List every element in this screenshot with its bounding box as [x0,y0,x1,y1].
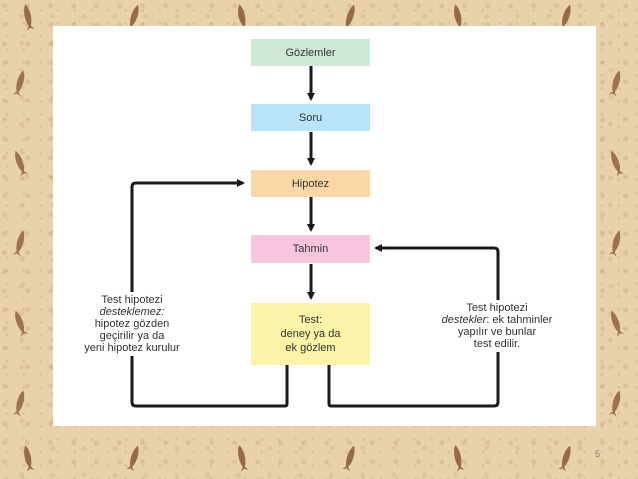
fossil-fish-icon [126,4,139,31]
node-test: Test: deney ya da ek gözlem [251,303,370,365]
fossil-fish-icon [454,445,465,472]
node-gozlemler-label: Gözlemler [285,46,336,59]
label-supported: Test hipotezi destekler: ek tahminler ya… [413,300,581,352]
flow-arrows [130,66,500,408]
right-label-line-2: destekler: ek tahminler [413,314,581,326]
fossil-fish-icon [558,445,571,472]
fossil-fish-icon [238,445,249,472]
right-label-line-2-rest: : ek tahminler [486,314,553,326]
node-soru-label: Soru [298,111,323,124]
node-soru: Soru [251,104,370,131]
fossil-fish-icon [15,150,29,177]
node-test-line-3: ek gözlem [285,342,336,354]
fossil-fish-icon [126,445,139,472]
node-tahmin: Tahmin [251,235,370,263]
fossil-fish-icon [558,4,571,31]
right-label-line-4: test edilir. [473,338,521,350]
fossil-fish-icon [608,70,621,97]
left-label-line-1: Test hipotezi [101,294,163,306]
label-not-supported: Test hipotezi desteklemez: hipotez gözde… [57,292,207,356]
left-label-line-5: yeni hipotez kurulur [84,342,180,354]
left-label-line-4: geçirilir ya da [99,330,165,342]
arrow-loop-right [327,244,500,408]
fossil-fish-icon [611,150,625,177]
page-number: 5 [594,449,600,459]
fossil-fish-icon [12,390,25,417]
fossil-fish-icon [342,4,355,31]
node-test-line-1: Test: [298,314,323,326]
fossil-fish-icon [611,310,625,337]
node-hipotez: Hipotez [251,170,370,197]
left-label-line-3: hipotez gözden [94,318,170,330]
fossil-fish-icon [608,390,621,417]
right-label-line-3: yapılır ve bunlar [457,326,537,338]
fossil-fish-icon [238,4,249,31]
fossil-fish-icon [342,445,355,472]
fossil-fish-icon [15,310,29,337]
right-label-line-1: Test hipotezi [466,302,528,314]
node-tahmin-label: Tahmin [292,243,329,255]
diagram-canvas: Gözlemler Soru Hipotez Tahmin Test: dene… [53,26,596,426]
fossil-fish-icon [454,4,465,31]
fossil-fish-icon [24,445,35,472]
right-label-line-2-italic: destekler [441,314,487,326]
node-test-line-2: deney ya da [280,328,341,340]
fossil-fish-icon [12,70,25,97]
fossil-fish-icon [24,4,35,31]
fossil-fish-icon [12,230,25,257]
node-gozlemler: Gözlemler [251,39,370,66]
fossil-fish-icon [608,230,621,257]
arrow-loop-left [130,179,289,408]
left-label-line-2: desteklemez: [99,306,165,318]
node-hipotez-label: Hipotez [291,177,330,190]
